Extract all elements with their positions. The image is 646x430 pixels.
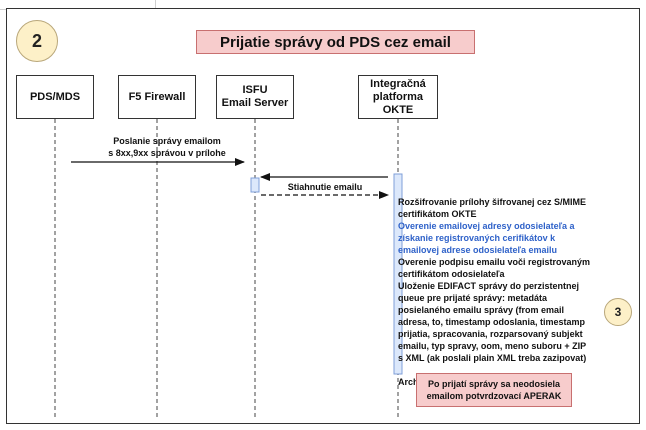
actor-isfu-email-server-label: ISFU Email Server [221, 84, 289, 109]
step-decrypt-attachment: Rozšifrovanie prílohy šifrovanej cez S/M… [398, 197, 587, 219]
diagram-title: Prijatie správy od PDS cez email [196, 30, 475, 54]
processing-steps: Rozšifrovanie prílohy šifrovanej cez S/M… [398, 196, 620, 388]
actor-f5-firewall: F5 Firewall [118, 75, 196, 119]
step-number-text: 2 [31, 30, 42, 51]
actor-integracna-platforma-okte: Integračná platforma OKTE [358, 75, 438, 119]
actor-pds-mds-label: PDS/MDS [29, 90, 81, 103]
step-store-edifact-message: Uloženie EDIFACT správy do perzistentnej… [398, 281, 587, 363]
side-marker-text: 3 [614, 305, 622, 319]
diagram-title-text: Prijatie správy od PDS cez email [220, 33, 451, 51]
activation-okte [393, 173, 403, 375]
actor-f5-firewall-label: F5 Firewall [128, 90, 186, 103]
message-label-send-email: Poslanie správy emailom s 8xx,9xx správo… [108, 136, 226, 158]
activation-isfu [250, 177, 260, 193]
actor-pds-mds: PDS/MDS [16, 75, 94, 119]
actor-integracna-platforma-okte-label: Integračná platforma OKTE [370, 77, 426, 116]
actor-isfu-email-server: ISFU Email Server [216, 75, 294, 119]
aperak-note: Po prijatí správy sa neodosiela emailom … [416, 373, 572, 407]
step-verify-signature: Overenie podpisu emailu voči registrovan… [398, 257, 591, 279]
step-number-badge: 2 [16, 20, 58, 62]
aperak-note-text: Po prijatí správy sa neodosiela emailom … [426, 379, 562, 401]
step-verify-sender-address: Overenie emailovej adresy odosielateľa a… [398, 221, 575, 255]
message-label-download-email: Stiahnutie emailu [287, 182, 363, 192]
side-marker-badge: 3 [604, 298, 632, 326]
diagram-frame [6, 8, 640, 424]
